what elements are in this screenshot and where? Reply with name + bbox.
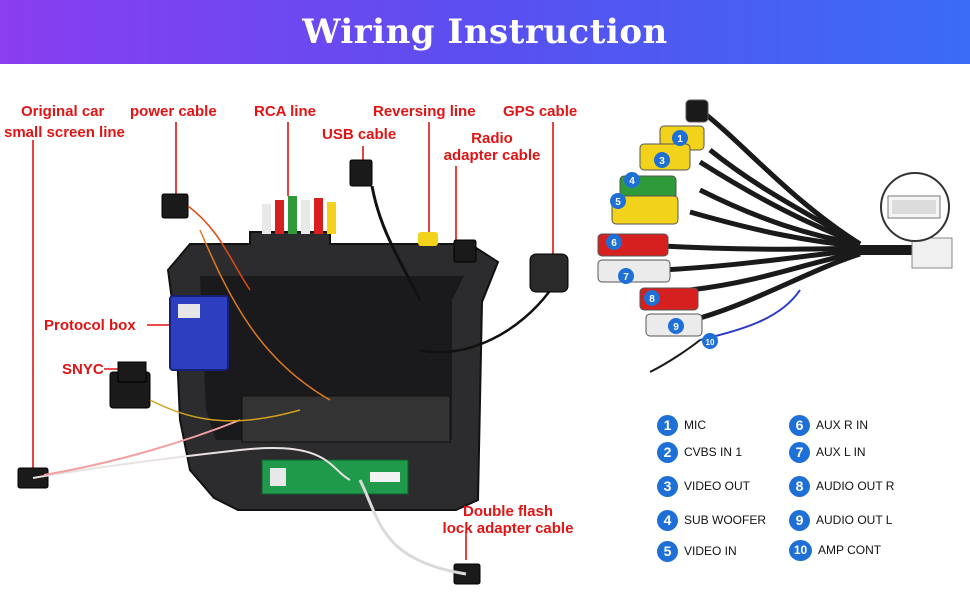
wiring-illustration: 1 3 4 5 6 7 8 9 10 [17, 99, 953, 585]
unit-rca-plugs [262, 196, 438, 246]
legend-item-video-out: 3 VIDEO OUT [657, 475, 750, 497]
harness-marker-4: 4 [629, 176, 635, 187]
legend-number-1: 1 [657, 414, 678, 436]
label-snyc: SNYC [62, 361, 104, 378]
protocol-box [169, 295, 229, 371]
legend-number-8: 8 [789, 475, 810, 497]
label-protocol-box: Protocol box [44, 317, 136, 334]
harness-marker-6: 6 [611, 238, 617, 249]
legend-item-amp-cont: 10 AMP CONT [789, 539, 881, 561]
legend-label-1: MIC [684, 418, 706, 432]
label-radio-line1: Radio [471, 130, 513, 147]
label-gps-cable: GPS cable [503, 103, 578, 120]
rca-harness: 1 3 4 5 6 7 8 9 10 [597, 99, 953, 373]
legend-label-8: AUDIO OUT R [816, 479, 895, 493]
legend-label-9: AUDIO OUT L [816, 513, 893, 527]
legend-item-audio-out-l: 9 AUDIO OUT L [789, 509, 892, 531]
harness-marker-1: 1 [677, 134, 683, 145]
label-radio-line2: adapter cable [443, 147, 541, 164]
legend-item-mic: 1 MIC [657, 414, 706, 436]
label-double-flash-line1: Double flash [462, 503, 553, 520]
harness-number-markers [606, 130, 718, 349]
legend-label-6: AUX R IN [816, 418, 869, 432]
label-rca-line: RCA line [254, 103, 316, 120]
legend-item-sub-woofer: 4 SUB WOOFER [657, 509, 766, 531]
legend-label-3: VIDEO OUT [684, 479, 751, 493]
legend-item-cvbs-in-1: 2 CVBS IN 1 [657, 441, 742, 463]
legend-label-2: CVBS IN 1 [684, 445, 743, 459]
legend-number-5: 5 [657, 540, 678, 562]
harness-marker-8: 8 [649, 294, 655, 305]
harness-marker-9: 9 [673, 322, 679, 333]
label-original-car-line1: Original car [21, 103, 105, 120]
legend-label-4: SUB WOOFER [684, 513, 767, 527]
legend-number-3: 3 [657, 475, 678, 497]
label-radio-adapter: Radio adapter cable [436, 130, 548, 164]
unit-wires [32, 185, 550, 576]
label-power-cable: power cable [130, 103, 217, 120]
label-original-car-line2: small screen line [4, 124, 125, 141]
legend-label-5: VIDEO IN [684, 544, 737, 558]
harness-marker-10: 10 [706, 338, 715, 347]
legend-number-4: 4 [657, 509, 678, 531]
page-title: Wiring Instruction [302, 12, 668, 52]
legend-number-9: 9 [789, 509, 810, 531]
legend-number-7: 7 [789, 441, 810, 463]
legend-item-aux-r-in: 6 AUX R IN [789, 414, 868, 436]
header-banner: Wiring Instruction [0, 0, 970, 64]
legend-number-6: 6 [789, 414, 810, 436]
legend-label-10: AMP CONT [818, 543, 882, 557]
legend-number-10: 10 [789, 539, 812, 561]
legend-item-audio-out-r: 8 AUDIO OUT R [789, 475, 894, 497]
callout-leader-lines [32, 122, 554, 560]
label-double-flash: Double flash lock adapter cable [433, 503, 583, 537]
label-double-flash-line2: lock adapter cable [442, 520, 574, 537]
harness-marker-5: 5 [615, 197, 621, 208]
legend-label-7: AUX L IN [816, 445, 866, 459]
harness-marker-7: 7 [623, 272, 629, 283]
legend-item-video-in: 5 VIDEO IN [657, 540, 737, 562]
legend-item-aux-l-in: 7 AUX L IN [789, 441, 866, 463]
label-reversing-line: Reversing line [373, 103, 476, 120]
legend-number-2: 2 [657, 441, 678, 463]
label-usb-cable: USB cable [322, 126, 397, 143]
stereo-unit [166, 231, 500, 511]
harness-marker-3: 3 [659, 156, 665, 167]
